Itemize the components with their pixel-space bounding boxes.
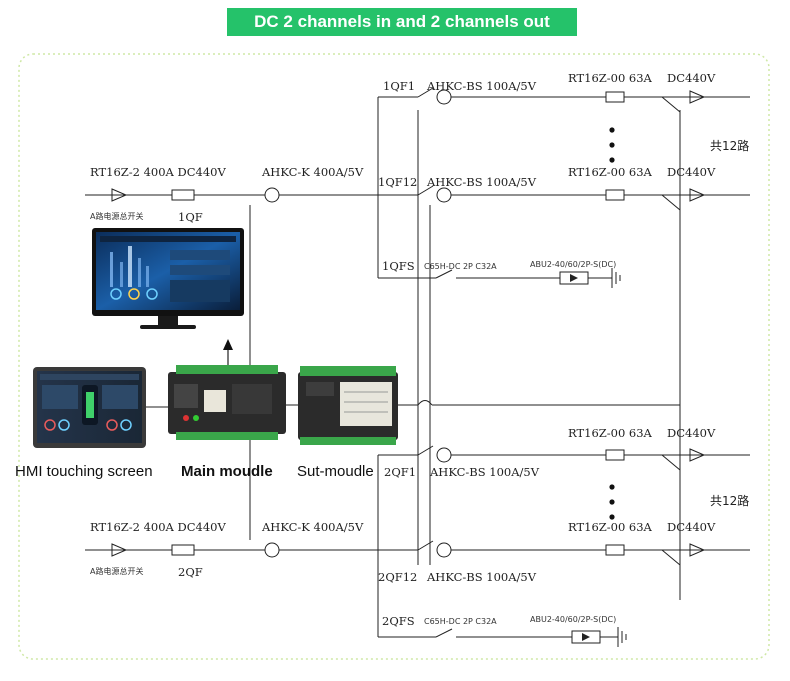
ct-1qf1 (436, 89, 452, 105)
spd2-arrow (582, 633, 590, 641)
g1-last-breaker: 1QF12 (378, 175, 417, 189)
g1-spd-mcb: C65H-DC 2P C32A (424, 262, 497, 271)
ellipsis-dot (609, 484, 615, 490)
sub-module-caption: Sut-moudle (297, 463, 374, 480)
out-arrow-2qf12 (689, 543, 706, 557)
g2-first-breaker: 2QF1 (384, 465, 416, 479)
input2-arrow (111, 543, 128, 557)
hmi-screen-image (33, 367, 146, 448)
input2-fuse (171, 544, 195, 556)
ct-2qf1 (436, 447, 452, 463)
main-module-caption: Main moudle (181, 463, 273, 480)
group1-labels: RT16Z-2 400A DC440V A路电源总开关 1QF AHKC-K 4… (90, 71, 749, 273)
g1-first-breaker: 1QF1 (383, 79, 415, 93)
group2-labels: RT16Z-2 400A DC440V A路电源总开关 2QF AHKC-K 4… (90, 426, 749, 628)
ct-2qf12 (436, 542, 452, 558)
ellipsis-dot (609, 127, 615, 133)
g2-last-breaker: 2QF12 (378, 570, 417, 584)
out-arrow-1qf12 (689, 188, 706, 202)
sub-module-image (298, 366, 398, 445)
input1-arrow (111, 188, 128, 202)
main-module-image (168, 365, 286, 440)
input2-fuse-label: RT16Z-2 400A DC440V (90, 520, 226, 534)
g2-spd-breaker: 2QFS (382, 614, 415, 628)
out-arrow-2qf1 (689, 448, 706, 462)
fuse-2qf12 (605, 544, 625, 556)
group1-components (111, 89, 706, 285)
g2-sensor-first: AHKC-BS 100A/5V (429, 465, 540, 479)
group2-components (111, 447, 706, 644)
g1-volt-first: DC440V (667, 71, 716, 85)
diagram-title: DC 2 channels in and 2 channels out (227, 8, 577, 36)
g1-fuse-last: RT16Z-00 63A (568, 165, 653, 179)
g2-fuse-last: RT16Z-00 63A (568, 520, 653, 534)
input1-sensor: AHKC-K 400A/5V (261, 165, 364, 179)
spd1-arrow (570, 274, 578, 282)
group2-wiring (85, 445, 750, 647)
diagram-frame (18, 53, 770, 660)
g1-spd: ABU2-40/60/2P-S(DC) (530, 260, 616, 269)
g1-total: 共12路 (710, 138, 749, 153)
ct-1qf12 (436, 187, 452, 203)
g1-volt-last: DC440V (667, 165, 716, 179)
input2-switch-cn: A路电源总开关 (90, 566, 143, 576)
g2-total: 共12路 (710, 493, 749, 508)
input2-switch: 2QF (178, 565, 203, 579)
upload-arrow (223, 339, 233, 365)
fuse-2qf1 (605, 449, 625, 461)
fuse-1qf1 (605, 91, 625, 103)
ellipsis-dot (609, 514, 615, 520)
g1-spd-breaker: 1QFS (382, 259, 415, 273)
input2-sensor: AHKC-K 400A/5V (261, 520, 364, 534)
g2-volt-last: DC440V (667, 520, 716, 534)
input1-switch-cn: A路电源总开关 (90, 211, 143, 221)
input2-ct (264, 542, 280, 558)
g2-spd-mcb: C65H-DC 2P C32A (424, 617, 497, 626)
g2-volt-first: DC440V (667, 426, 716, 440)
group1-wiring (85, 87, 750, 600)
fuse-1qf12 (605, 189, 625, 201)
g2-spd: ABU2-40/60/2P-S(DC) (530, 615, 616, 624)
ellipsis-dot (609, 142, 615, 148)
g1-fuse-first: RT16Z-00 63A (568, 71, 653, 85)
input1-ct (264, 187, 280, 203)
ellipsis-dot (609, 157, 615, 163)
input1-fuse (171, 189, 195, 201)
input1-fuse-label: RT16Z-2 400A DC440V (90, 165, 226, 179)
hmi-caption: HMI touching screen (15, 463, 153, 480)
g2-fuse-first: RT16Z-00 63A (568, 426, 653, 440)
g1-sensor-first: AHKC-BS 100A/5V (426, 79, 537, 93)
g2-sensor-last: AHKC-BS 100A/5V (426, 570, 537, 584)
g1-sensor-last: AHKC-BS 100A/5V (426, 175, 537, 189)
monitor-image (92, 228, 244, 329)
input1-switch: 1QF (178, 210, 203, 224)
out-arrow-1qf1 (689, 90, 706, 104)
ellipsis-dot (609, 499, 615, 505)
